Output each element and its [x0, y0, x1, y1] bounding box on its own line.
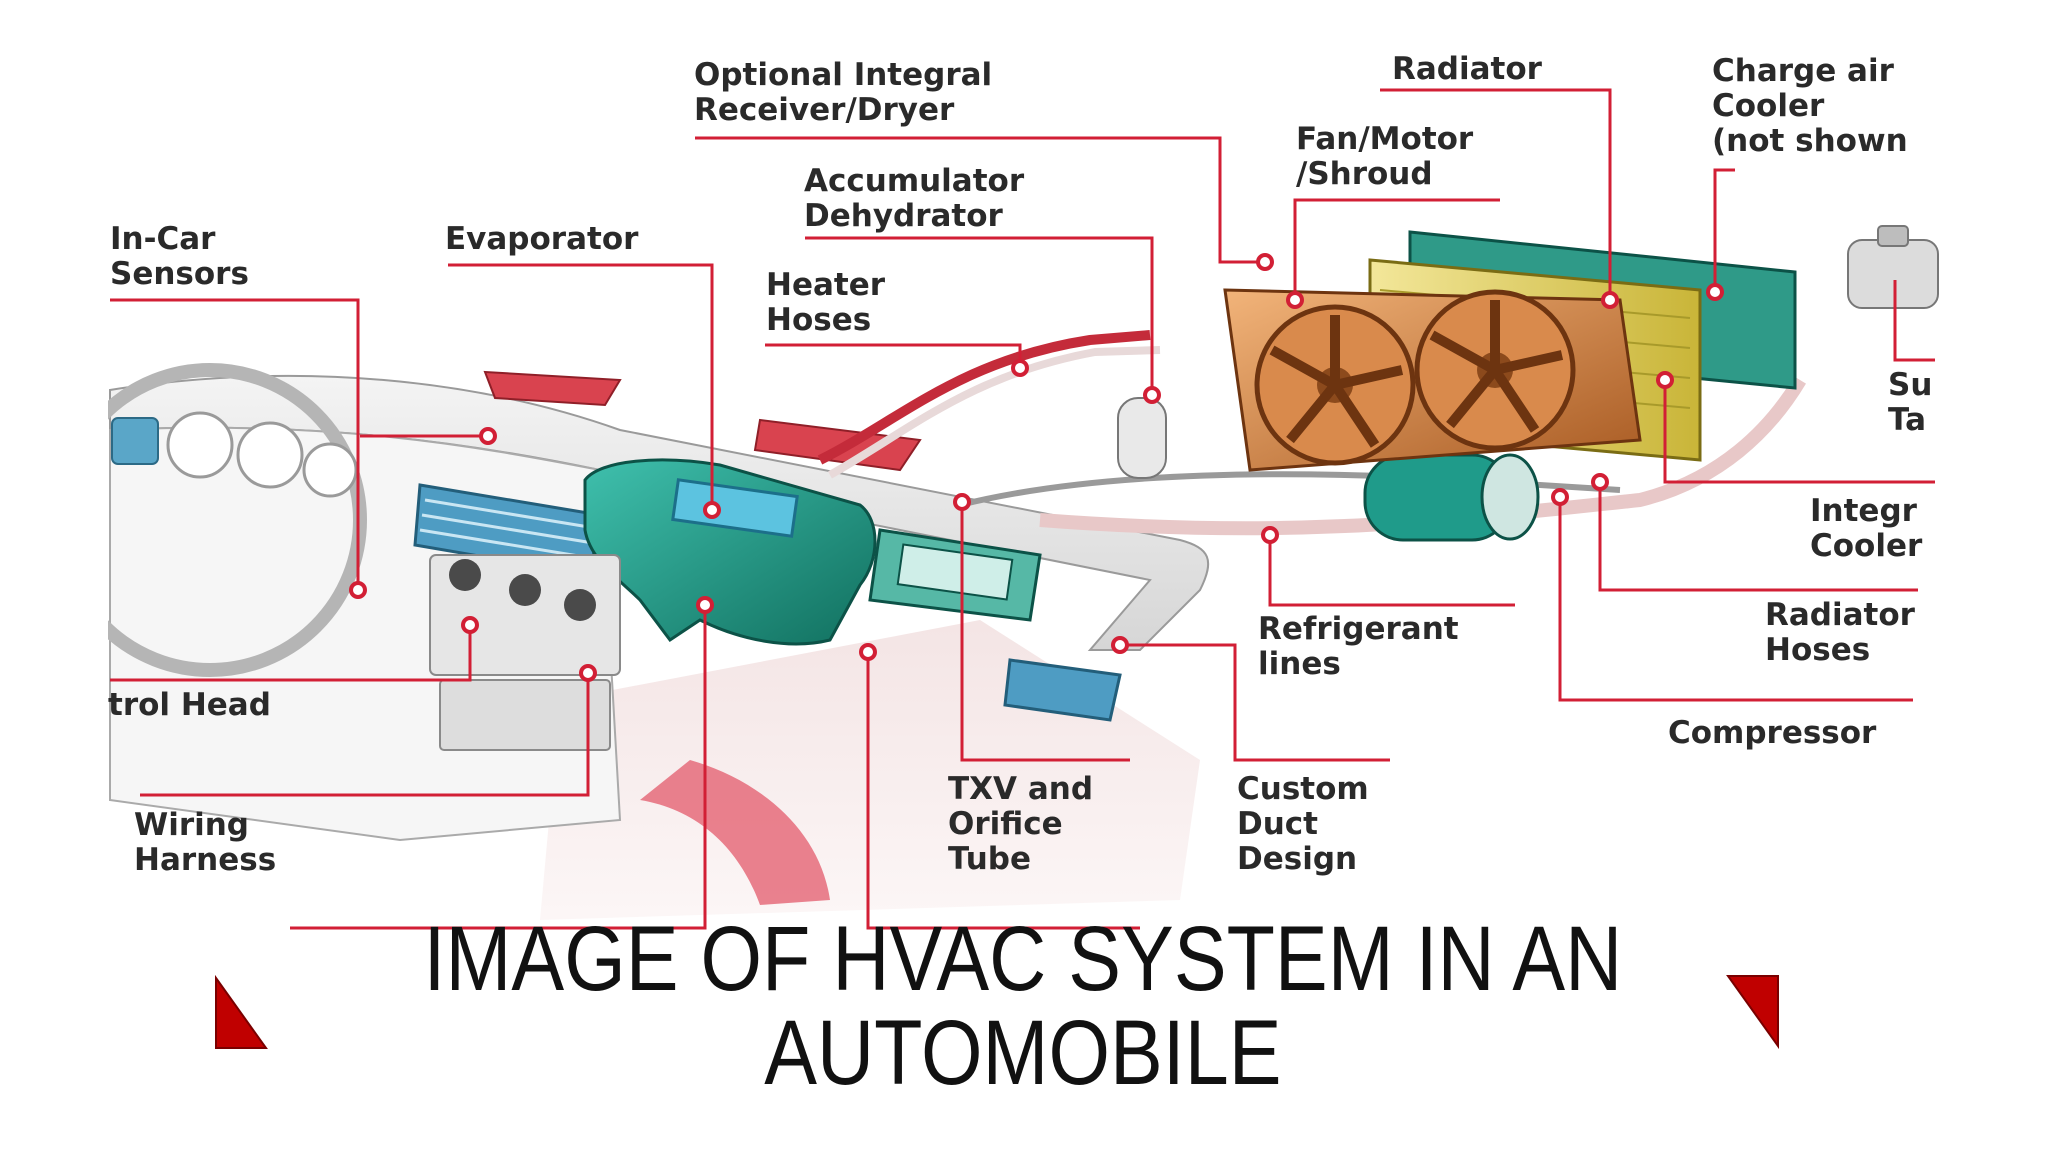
- knob-3: [564, 589, 596, 621]
- vent-louvers: [419, 498, 596, 560]
- surge-tank: [1847, 239, 1939, 309]
- label-heater-hoses: Heater Hoses: [766, 267, 886, 338]
- corner-accent-left: [215, 974, 268, 1049]
- title-line-2: AUTOMOBILE: [764, 1002, 1282, 1104]
- label-integral-cooler: Integr Cooler: [1810, 493, 1923, 564]
- label-accumulator-dehydrator: Accumulator Dehydrator: [804, 163, 1025, 234]
- radio-unit: [439, 679, 611, 751]
- gauge-3: [302, 442, 358, 498]
- hvac-module: [583, 458, 877, 646]
- label-refrigerant-lines: Refrigerant lines: [1258, 611, 1459, 682]
- knob-2: [509, 574, 541, 606]
- fan-1: [1254, 304, 1416, 466]
- corner-accent-right: [1726, 975, 1779, 1050]
- label-charge-air-cooler: Charge air Cooler (not shown: [1712, 53, 1908, 159]
- accumulator-canister: [1117, 397, 1167, 479]
- label-in-car-sensors: In-Car Sensors: [110, 221, 249, 292]
- title-line-1: IMAGE OF HVAC SYSTEM IN AN: [423, 908, 1623, 1010]
- carpet-red: [640, 760, 830, 905]
- label-custom-duct-design: Custom Duct Design: [1237, 771, 1369, 877]
- evaporator-core: [671, 478, 799, 538]
- fan-2: [1414, 289, 1576, 451]
- label-surge-tank: Su Ta: [1888, 367, 1933, 438]
- label-radiator: Radiator: [1392, 51, 1542, 87]
- label-optional-receiver-dryer: Optional Integral Receiver/Dryer: [694, 57, 993, 128]
- label-control-head: trol Head: [108, 687, 271, 723]
- defrost-duct-1: [483, 370, 622, 407]
- leader-dots: [349, 253, 1724, 682]
- surge-tank-cap: [1877, 225, 1909, 247]
- slide-title: IMAGE OF HVAC SYSTEM IN AN AUTOMOBILE: [142, 912, 1903, 1100]
- leader-lines: [110, 88, 1935, 930]
- label-txv-orifice-tube: TXV and Orifice Tube: [948, 771, 1094, 877]
- hvac-window: [896, 543, 1014, 601]
- control-panel: [429, 554, 621, 676]
- console-floor: [540, 620, 1200, 920]
- knob-1: [449, 559, 481, 591]
- label-radiator-hoses: Radiator Hoses: [1765, 597, 1915, 668]
- right-crop: [1940, 0, 2048, 1152]
- label-compressor: Compressor: [1668, 715, 1877, 751]
- gauge-1: [166, 411, 234, 479]
- floor-vent: [1003, 658, 1122, 722]
- label-fan-motor-shroud: Fan/Motor /Shroud: [1296, 121, 1474, 192]
- label-evaporator: Evaporator: [445, 221, 639, 257]
- gauge-2: [236, 421, 304, 489]
- label-wiring-harness: Wiring Harness: [134, 807, 277, 878]
- side-vent-left: [111, 417, 159, 465]
- left-crop: [0, 0, 108, 1152]
- compressor-pulley: [1480, 453, 1540, 541]
